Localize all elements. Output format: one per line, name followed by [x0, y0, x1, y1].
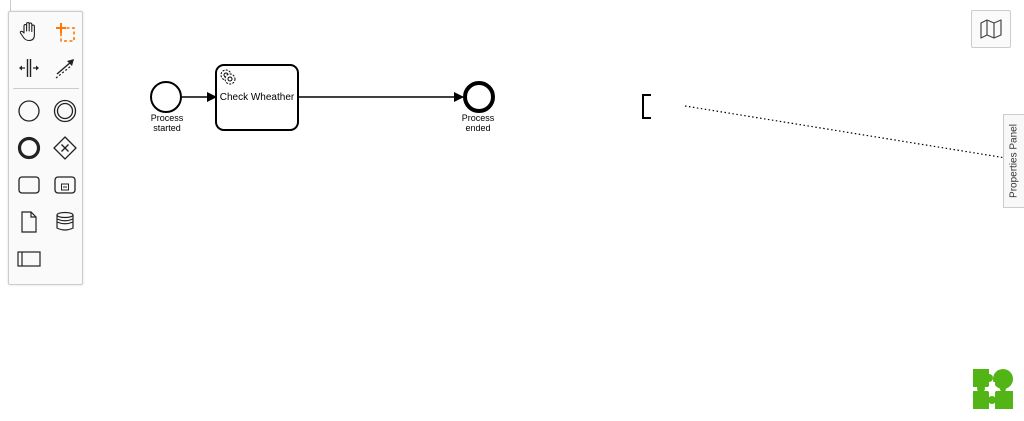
create-task-button[interactable]: [13, 169, 45, 201]
bpmn-io-logo[interactable]: [971, 367, 1015, 411]
hand-tool-button[interactable]: [13, 16, 45, 48]
end-event[interactable]: [463, 81, 495, 113]
create-data-object-button[interactable]: [13, 206, 45, 238]
intermediate-event-icon: [53, 99, 77, 123]
create-subprocess-button[interactable]: [49, 169, 81, 201]
end-event-label-line2: ended: [465, 123, 490, 133]
pool-icon: [17, 251, 41, 267]
palette-separator: [13, 88, 79, 89]
properties-panel-toggle[interactable]: Properties Panel: [1003, 114, 1024, 208]
service-task-label: Check Wheather: [220, 92, 295, 103]
canvas-edge-line: [10, 0, 11, 11]
global-connect-tool-button[interactable]: [49, 52, 81, 84]
create-exclusive-gateway-button[interactable]: [49, 132, 81, 164]
end-event-label-line1: Process: [462, 113, 495, 123]
properties-panel-label: Properties Panel: [1008, 124, 1020, 198]
lasso-icon: [56, 23, 75, 42]
minimap-toggle-button[interactable]: [971, 10, 1011, 48]
create-data-store-button[interactable]: [49, 206, 81, 238]
gateway-icon: [53, 136, 77, 160]
create-intermediate-event-button[interactable]: [49, 95, 81, 127]
service-task[interactable]: [215, 64, 299, 131]
hand-icon: [19, 21, 35, 42]
space-tool-icon: [19, 59, 39, 77]
lasso-tool-button[interactable]: [49, 16, 81, 48]
subprocess-icon: [54, 176, 76, 194]
task-icon: [18, 176, 40, 194]
start-event-label-line1: Process: [151, 113, 184, 123]
tool-palette: [8, 11, 83, 285]
data-object-icon: [21, 211, 37, 233]
data-store-icon: [56, 211, 74, 231]
association-line[interactable]: [684, 105, 1007, 159]
create-end-event-button[interactable]: [13, 132, 45, 164]
start-event-label-line2: started: [153, 123, 181, 133]
connect-arrow-icon: [55, 59, 74, 79]
start-event-icon: [18, 100, 40, 122]
create-participant-button[interactable]: [13, 243, 45, 275]
start-event[interactable]: [150, 81, 182, 113]
text-annotation[interactable]: [642, 94, 651, 119]
map-icon: [980, 19, 1002, 39]
space-tool-button[interactable]: [13, 52, 45, 84]
gear-icon: [220, 69, 236, 85]
create-start-event-button[interactable]: [13, 95, 45, 127]
end-event-icon: [17, 136, 41, 160]
